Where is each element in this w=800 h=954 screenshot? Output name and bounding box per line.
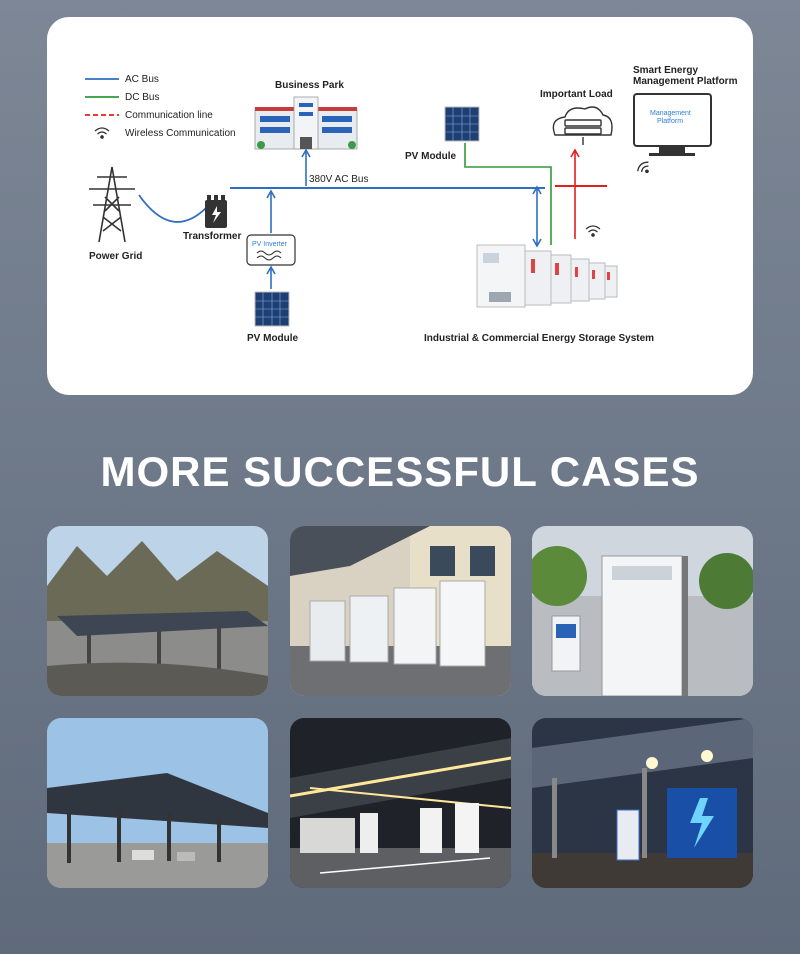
transformer-icon	[205, 195, 227, 228]
wifi-icon	[637, 161, 649, 174]
solar-carport-mountains-photo	[47, 526, 268, 696]
legend-dc-label: DC Bus	[125, 92, 159, 103]
wifi-icon	[94, 127, 110, 139]
transformer-label: Transformer	[183, 231, 241, 242]
case-photo-lit-charging-station	[290, 718, 511, 888]
outdoor-storage-cabinets-photo	[290, 526, 511, 696]
legend-comm-label: Communication line	[125, 110, 213, 121]
wifi-icon	[585, 225, 601, 237]
monitor-icon	[633, 93, 712, 156]
platform-title-2: Management Platform	[633, 76, 738, 87]
platform-title-1: Smart Energy	[633, 65, 698, 76]
system-diagram: AC Bus DC Bus Communication line Wireles…	[85, 65, 738, 344]
case-photo-storage-cabinet-with-charger	[532, 526, 753, 696]
case-photo-outdoor-storage-cabinets	[290, 526, 511, 696]
sine-wave-icon	[256, 250, 282, 261]
power-grid-label: Power Grid	[89, 251, 142, 262]
dc-bus-line	[464, 143, 552, 245]
case-photo-night-charging-station	[532, 718, 753, 888]
grid-cable	[138, 194, 208, 223]
storage-cabinet-with-charger-photo	[532, 526, 753, 696]
section-heading: MORE SUCCESSFUL CASES	[100, 448, 700, 495]
power-tower-icon	[89, 166, 135, 243]
solar-carport-parking-photo	[47, 718, 268, 888]
legend: AC Bus DC Bus Communication line Wireles…	[85, 74, 236, 139]
platform-screen-1: Management	[650, 110, 691, 117]
night-charging-station-photo	[532, 718, 753, 888]
system-diagram-card: AC Bus DC Bus Communication line Wireles…	[47, 17, 753, 395]
pv-module-top-label: PV Module	[405, 151, 457, 162]
case-photo-solar-carport-mountains	[47, 526, 268, 696]
business-park-label: Business Park	[275, 80, 344, 91]
solar-panel-icon	[254, 291, 290, 327]
storage-label: Industrial & Commercial Energy Storage S…	[424, 333, 654, 344]
solar-panel-icon	[444, 106, 480, 142]
cloud-server-icon	[552, 106, 613, 145]
platform-screen-2: Platform	[657, 118, 683, 125]
storage-cabinets-icon	[476, 244, 618, 308]
important-load-label: Important Load	[540, 89, 613, 100]
ac-bus-label: 380V AC Bus	[309, 174, 368, 185]
lit-charging-station-photo	[290, 718, 511, 888]
legend-ac-label: AC Bus	[125, 74, 159, 85]
business-park-icon	[254, 96, 358, 150]
pv-inverter-box	[246, 234, 296, 266]
legend-wireless-label: Wireless Communication	[125, 128, 236, 139]
pv-module-bottom-label: PV Module	[247, 333, 299, 344]
case-photo-solar-carport-parking	[47, 718, 268, 888]
pv-inverter-label: PV Inverter	[252, 241, 288, 248]
